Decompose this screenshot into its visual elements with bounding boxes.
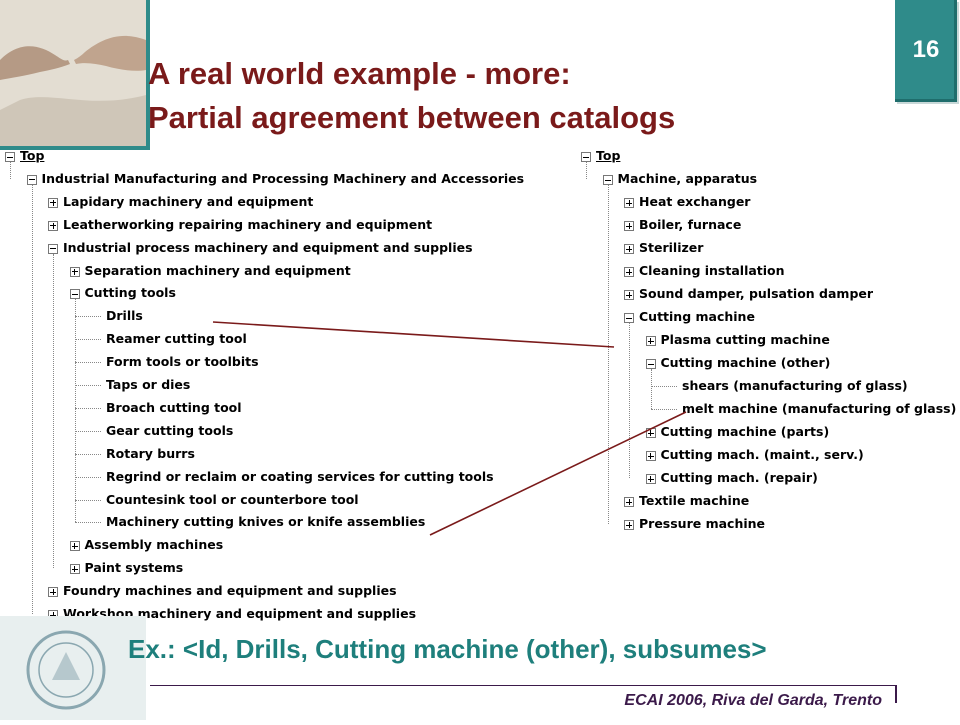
university-seal-area — [0, 616, 146, 720]
tree-node[interactable]: Cleaning installation — [639, 263, 785, 278]
tree-node[interactable]: Foundry machines and equipment and suppl… — [63, 583, 397, 599]
expand-toggle-icon[interactable] — [48, 587, 58, 598]
tree-node[interactable]: Cutting mach. (repair) — [660, 470, 818, 485]
expand-toggle-icon[interactable] — [624, 221, 634, 231]
tree-node[interactable]: melt machine (manufacturing of glass) — [682, 401, 957, 416]
expand-toggle-icon[interactable] — [624, 198, 634, 208]
footer-rule — [150, 685, 896, 686]
expand-toggle-icon[interactable] — [69, 541, 80, 552]
tree-node[interactable]: Top — [20, 148, 45, 163]
teal-frame-vertical — [146, 0, 150, 150]
example-mapping-text: Ex.: <Id, Drills, Cutting machine (other… — [128, 634, 767, 664]
expand-toggle-icon[interactable] — [624, 497, 634, 507]
slide-number: 16 — [912, 36, 940, 63]
slide-number-box: 16 — [895, 0, 957, 102]
tree-node[interactable]: Drills — [106, 308, 143, 324]
tree-node[interactable]: Separation machinery and equipment — [84, 262, 351, 278]
tree-guide-line — [74, 299, 76, 523]
tree-connector — [74, 316, 101, 318]
collapse-toggle-icon[interactable] — [26, 174, 37, 185]
tree-connector — [74, 362, 101, 364]
tree-node[interactable]: Cutting mach. (maint., serv.) — [660, 447, 864, 462]
expand-toggle-icon[interactable] — [645, 451, 656, 461]
tree-guide-line — [31, 184, 33, 614]
expand-toggle-icon[interactable] — [69, 564, 80, 575]
tree-node[interactable]: Machine, apparatus — [617, 171, 758, 186]
teal-frame-horizontal — [0, 146, 150, 150]
tree-node[interactable]: Form tools or toolbits — [106, 354, 259, 370]
tree-node[interactable]: Sterilizer — [639, 240, 704, 255]
tree-node[interactable]: Cutting machine — [639, 309, 755, 324]
collapse-toggle-icon[interactable] — [645, 359, 656, 369]
hands-illustration — [0, 0, 146, 146]
expand-toggle-icon[interactable] — [624, 244, 634, 254]
tree-node[interactable]: Lapidary machinery and equipment — [63, 193, 314, 209]
collapse-toggle-icon[interactable] — [581, 152, 591, 162]
tree-node[interactable]: Heat exchanger — [639, 194, 751, 209]
expand-toggle-icon[interactable] — [69, 266, 80, 277]
tree-node[interactable]: Regrind or reclaim or coating services f… — [106, 468, 494, 484]
tree-guide-line — [629, 323, 630, 478]
expand-toggle-icon[interactable] — [645, 336, 656, 346]
expand-toggle-icon[interactable] — [48, 220, 58, 231]
slide-title-line-1: A real world example - more: — [148, 56, 571, 91]
tree-guide-line — [607, 185, 609, 524]
tree-node[interactable]: Plasma cutting machine — [660, 332, 830, 347]
tree-node[interactable]: Machinery cutting knives or knife assemb… — [106, 514, 426, 530]
tree-node[interactable]: Assembly machines — [84, 537, 224, 553]
slide-title-line-2: Partial agreement between catalogs — [148, 100, 676, 135]
tree-node[interactable]: Paint systems — [84, 560, 184, 576]
tree-guide-line — [586, 162, 587, 179]
tree-connector — [74, 453, 101, 455]
tree-node[interactable]: Reamer cutting tool — [106, 331, 247, 347]
tree-node[interactable]: Top — [596, 148, 621, 163]
tree-guide-line — [53, 253, 54, 569]
tree-connector — [74, 407, 101, 409]
tree-guide-line — [650, 369, 652, 409]
tree-node[interactable]: Industrial Manufacturing and Processing … — [41, 170, 525, 186]
tree-node[interactable]: Broach cutting tool — [106, 399, 242, 415]
tree-node[interactable]: Taps or dies — [106, 377, 191, 392]
tree-connector — [74, 339, 101, 341]
tree-node[interactable]: Rotary burrs — [106, 445, 195, 461]
tree-node[interactable]: Textile machine — [639, 493, 750, 508]
tree-node[interactable]: Gear cutting tools — [106, 422, 234, 438]
tree-node[interactable]: shears (manufacturing of glass) — [682, 378, 908, 393]
tree-node[interactable]: Pressure machine — [639, 516, 766, 531]
tree-connector — [74, 385, 101, 386]
tree-node[interactable]: Leatherworking repairing machinery and e… — [63, 216, 433, 232]
tree-node[interactable]: Cutting tools — [84, 285, 176, 301]
university-seal — [26, 630, 106, 710]
collapse-toggle-icon[interactable] — [602, 175, 613, 185]
expand-toggle-icon[interactable] — [48, 197, 58, 208]
tree-connector — [650, 409, 677, 410]
tree-guide-line — [10, 162, 11, 179]
tree-connector — [74, 430, 101, 432]
tree-connector — [650, 386, 677, 387]
tree-connector — [74, 522, 101, 524]
collapse-toggle-icon[interactable] — [48, 243, 58, 254]
tree-connector — [74, 476, 101, 478]
expand-toggle-icon[interactable] — [624, 290, 634, 300]
tree-node[interactable]: Industrial process machinery and equipme… — [63, 239, 473, 255]
tree-node[interactable]: Workshop machinery and equipment and sup… — [63, 606, 417, 621]
expand-toggle-icon[interactable] — [624, 520, 634, 530]
tree-node[interactable]: Sound damper, pulsation damper — [639, 286, 874, 301]
tree-node[interactable]: Cutting machine (parts) — [660, 424, 830, 439]
tree-connector — [74, 499, 101, 501]
tree-node[interactable]: Cutting machine (other) — [660, 355, 831, 370]
tree-node[interactable]: Countesink tool or counterbore tool — [106, 491, 359, 507]
expand-toggle-icon[interactable] — [624, 267, 634, 277]
expand-toggle-icon[interactable] — [645, 428, 656, 438]
tree-node[interactable]: Boiler, furnace — [639, 217, 742, 232]
footer-text: ECAI 2006, Riva del Garda, Trento — [624, 692, 882, 709]
expand-toggle-icon[interactable] — [645, 474, 656, 484]
collapse-toggle-icon[interactable] — [5, 152, 15, 162]
footer-tick — [895, 685, 897, 703]
collapse-toggle-icon[interactable] — [624, 313, 634, 323]
collapse-toggle-icon[interactable] — [69, 289, 80, 300]
creation-hands-image — [0, 0, 146, 146]
